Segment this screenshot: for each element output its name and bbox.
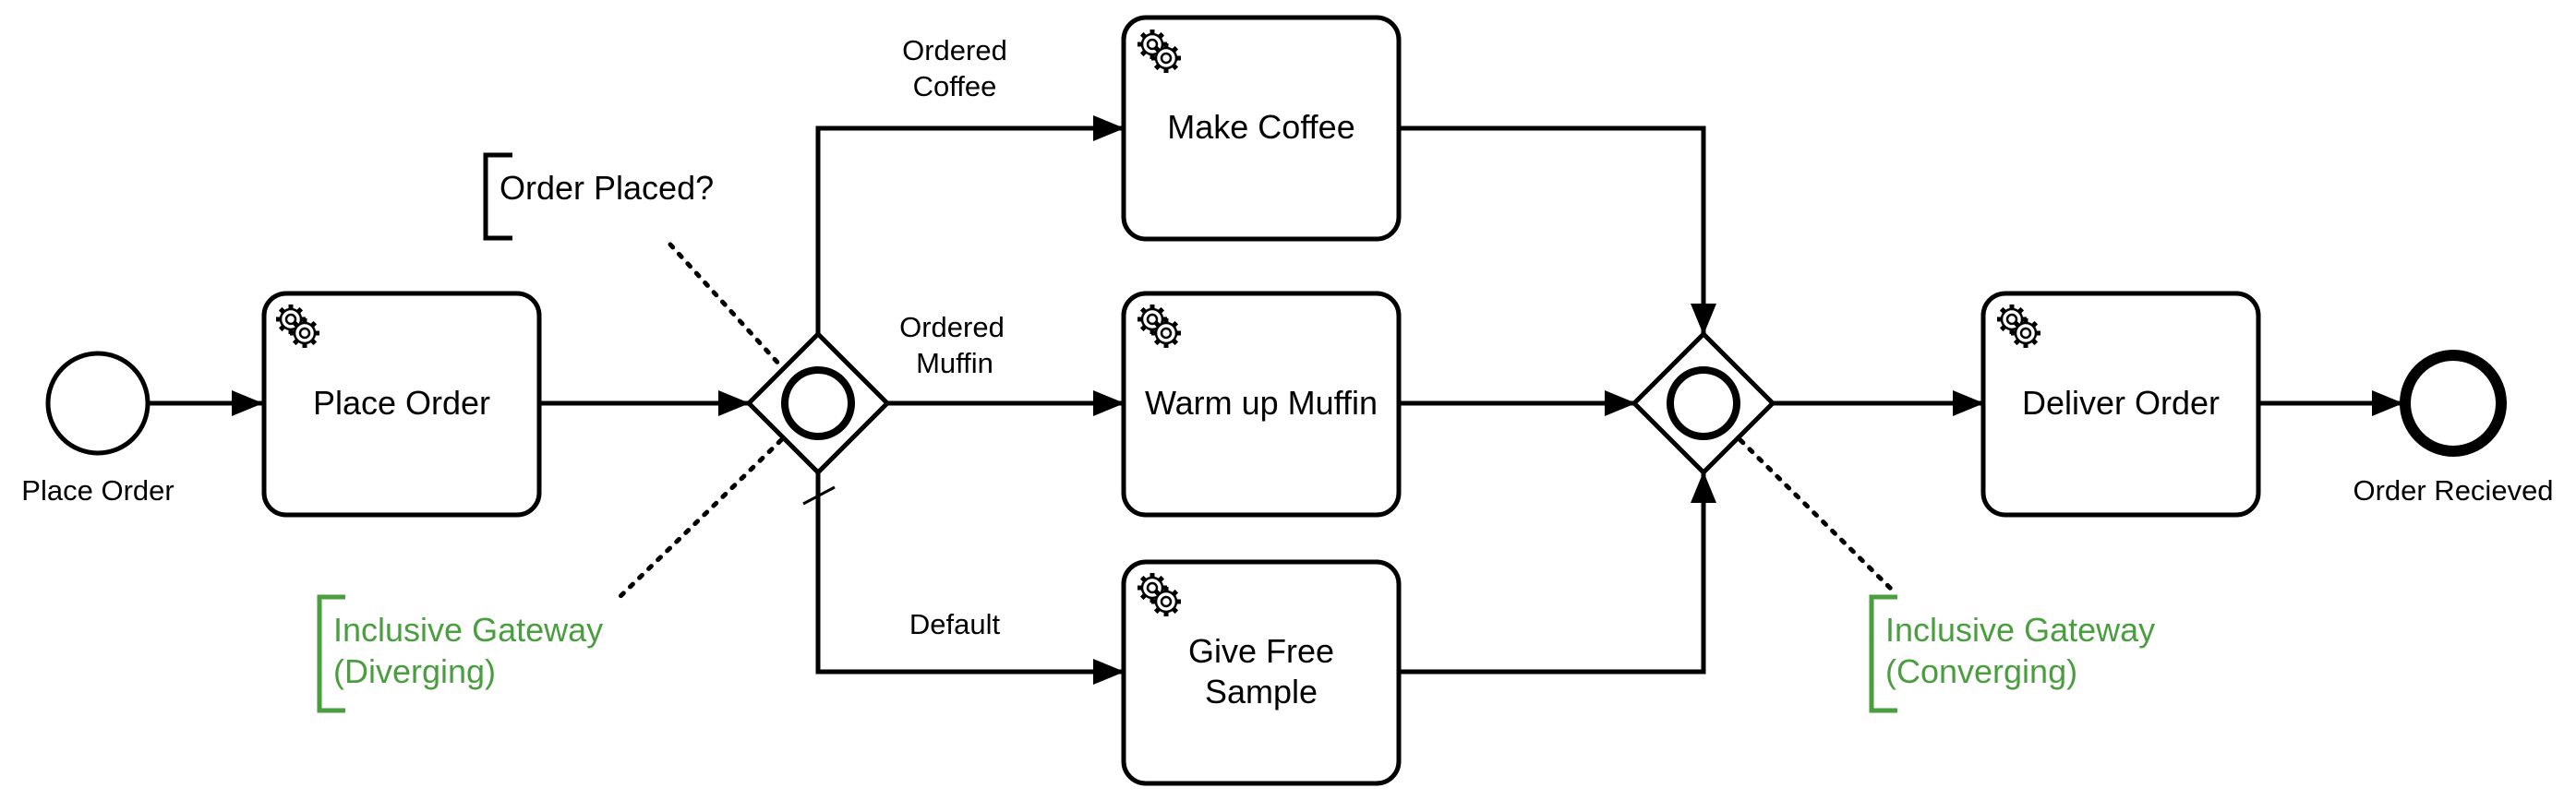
association-diverging — [614, 437, 784, 603]
start-event-label: Place Order — [21, 474, 174, 507]
flow-label-ordered-coffee-line2: Coffee — [913, 70, 997, 102]
flow-label-ordered-coffee-line1: Ordered — [902, 34, 1007, 66]
end-event[interactable] — [2400, 350, 2507, 457]
annotation-inclusive-converging-line2: (Converging) — [1885, 652, 2077, 690]
flow-label-ordered-muffin-line2: Muffin — [916, 347, 993, 379]
task-place-order[interactable]: Place Order — [261, 291, 542, 518]
annotation-inclusive-diverging[interactable]: Inclusive Gateway (Diverging) — [317, 594, 603, 713]
flow-sample-to-join[interactable] — [1399, 472, 1716, 675]
flow-label-ordered-muffin-line1: Ordered — [899, 311, 1005, 343]
end-event-label: Order Recieved — [2353, 474, 2553, 507]
task-give-free-sample[interactable]: Give Free Sample — [1121, 559, 1402, 786]
annotation-inclusive-converging[interactable]: Inclusive Gateway (Converging) — [1869, 594, 2155, 713]
annotation-order-placed[interactable]: Order Placed? — [483, 152, 714, 241]
task-give-free-sample-label-line1: Give Free — [1188, 632, 1334, 670]
gateway-inclusive-diverging[interactable] — [745, 330, 891, 476]
task-deliver-order-label: Deliver Order — [2022, 384, 2220, 422]
flow-default[interactable] — [815, 472, 1125, 685]
task-make-coffee[interactable]: Make Coffee — [1121, 15, 1402, 242]
inclusive-gateway-icon — [781, 366, 855, 440]
task-place-order-label: Place Order — [313, 384, 490, 422]
start-event[interactable] — [45, 351, 150, 456]
associations — [614, 242, 1897, 603]
task-deliver-order[interactable]: Deliver Order — [1980, 291, 2261, 518]
flow-label-default: Default — [909, 608, 1001, 640]
annotation-inclusive-converging-line1: Inclusive Gateway — [1885, 611, 2155, 649]
task-warm-up-muffin[interactable]: Warm up Muffin — [1121, 291, 1402, 518]
task-warm-up-muffin-label: Warm up Muffin — [1145, 384, 1378, 422]
task-give-free-sample-label-line2: Sample — [1205, 673, 1318, 710]
association-order-placed — [668, 242, 784, 369]
flow-ordered-coffee[interactable] — [815, 115, 1125, 334]
flow-coffee-to-join[interactable] — [1399, 125, 1716, 335]
annotation-order-placed-text: Order Placed? — [500, 169, 714, 207]
task-make-coffee-label: Make Coffee — [1167, 108, 1354, 146]
gateway-inclusive-converging[interactable] — [1631, 330, 1776, 476]
annotation-inclusive-diverging-line1: Inclusive Gateway — [333, 611, 603, 649]
sequence-flows — [150, 115, 2403, 685]
default-flow-marker — [802, 485, 836, 506]
annotation-inclusive-diverging-line2: (Diverging) — [333, 652, 496, 690]
inclusive-gateway-icon — [1667, 366, 1740, 440]
association-converging — [1738, 437, 1897, 595]
